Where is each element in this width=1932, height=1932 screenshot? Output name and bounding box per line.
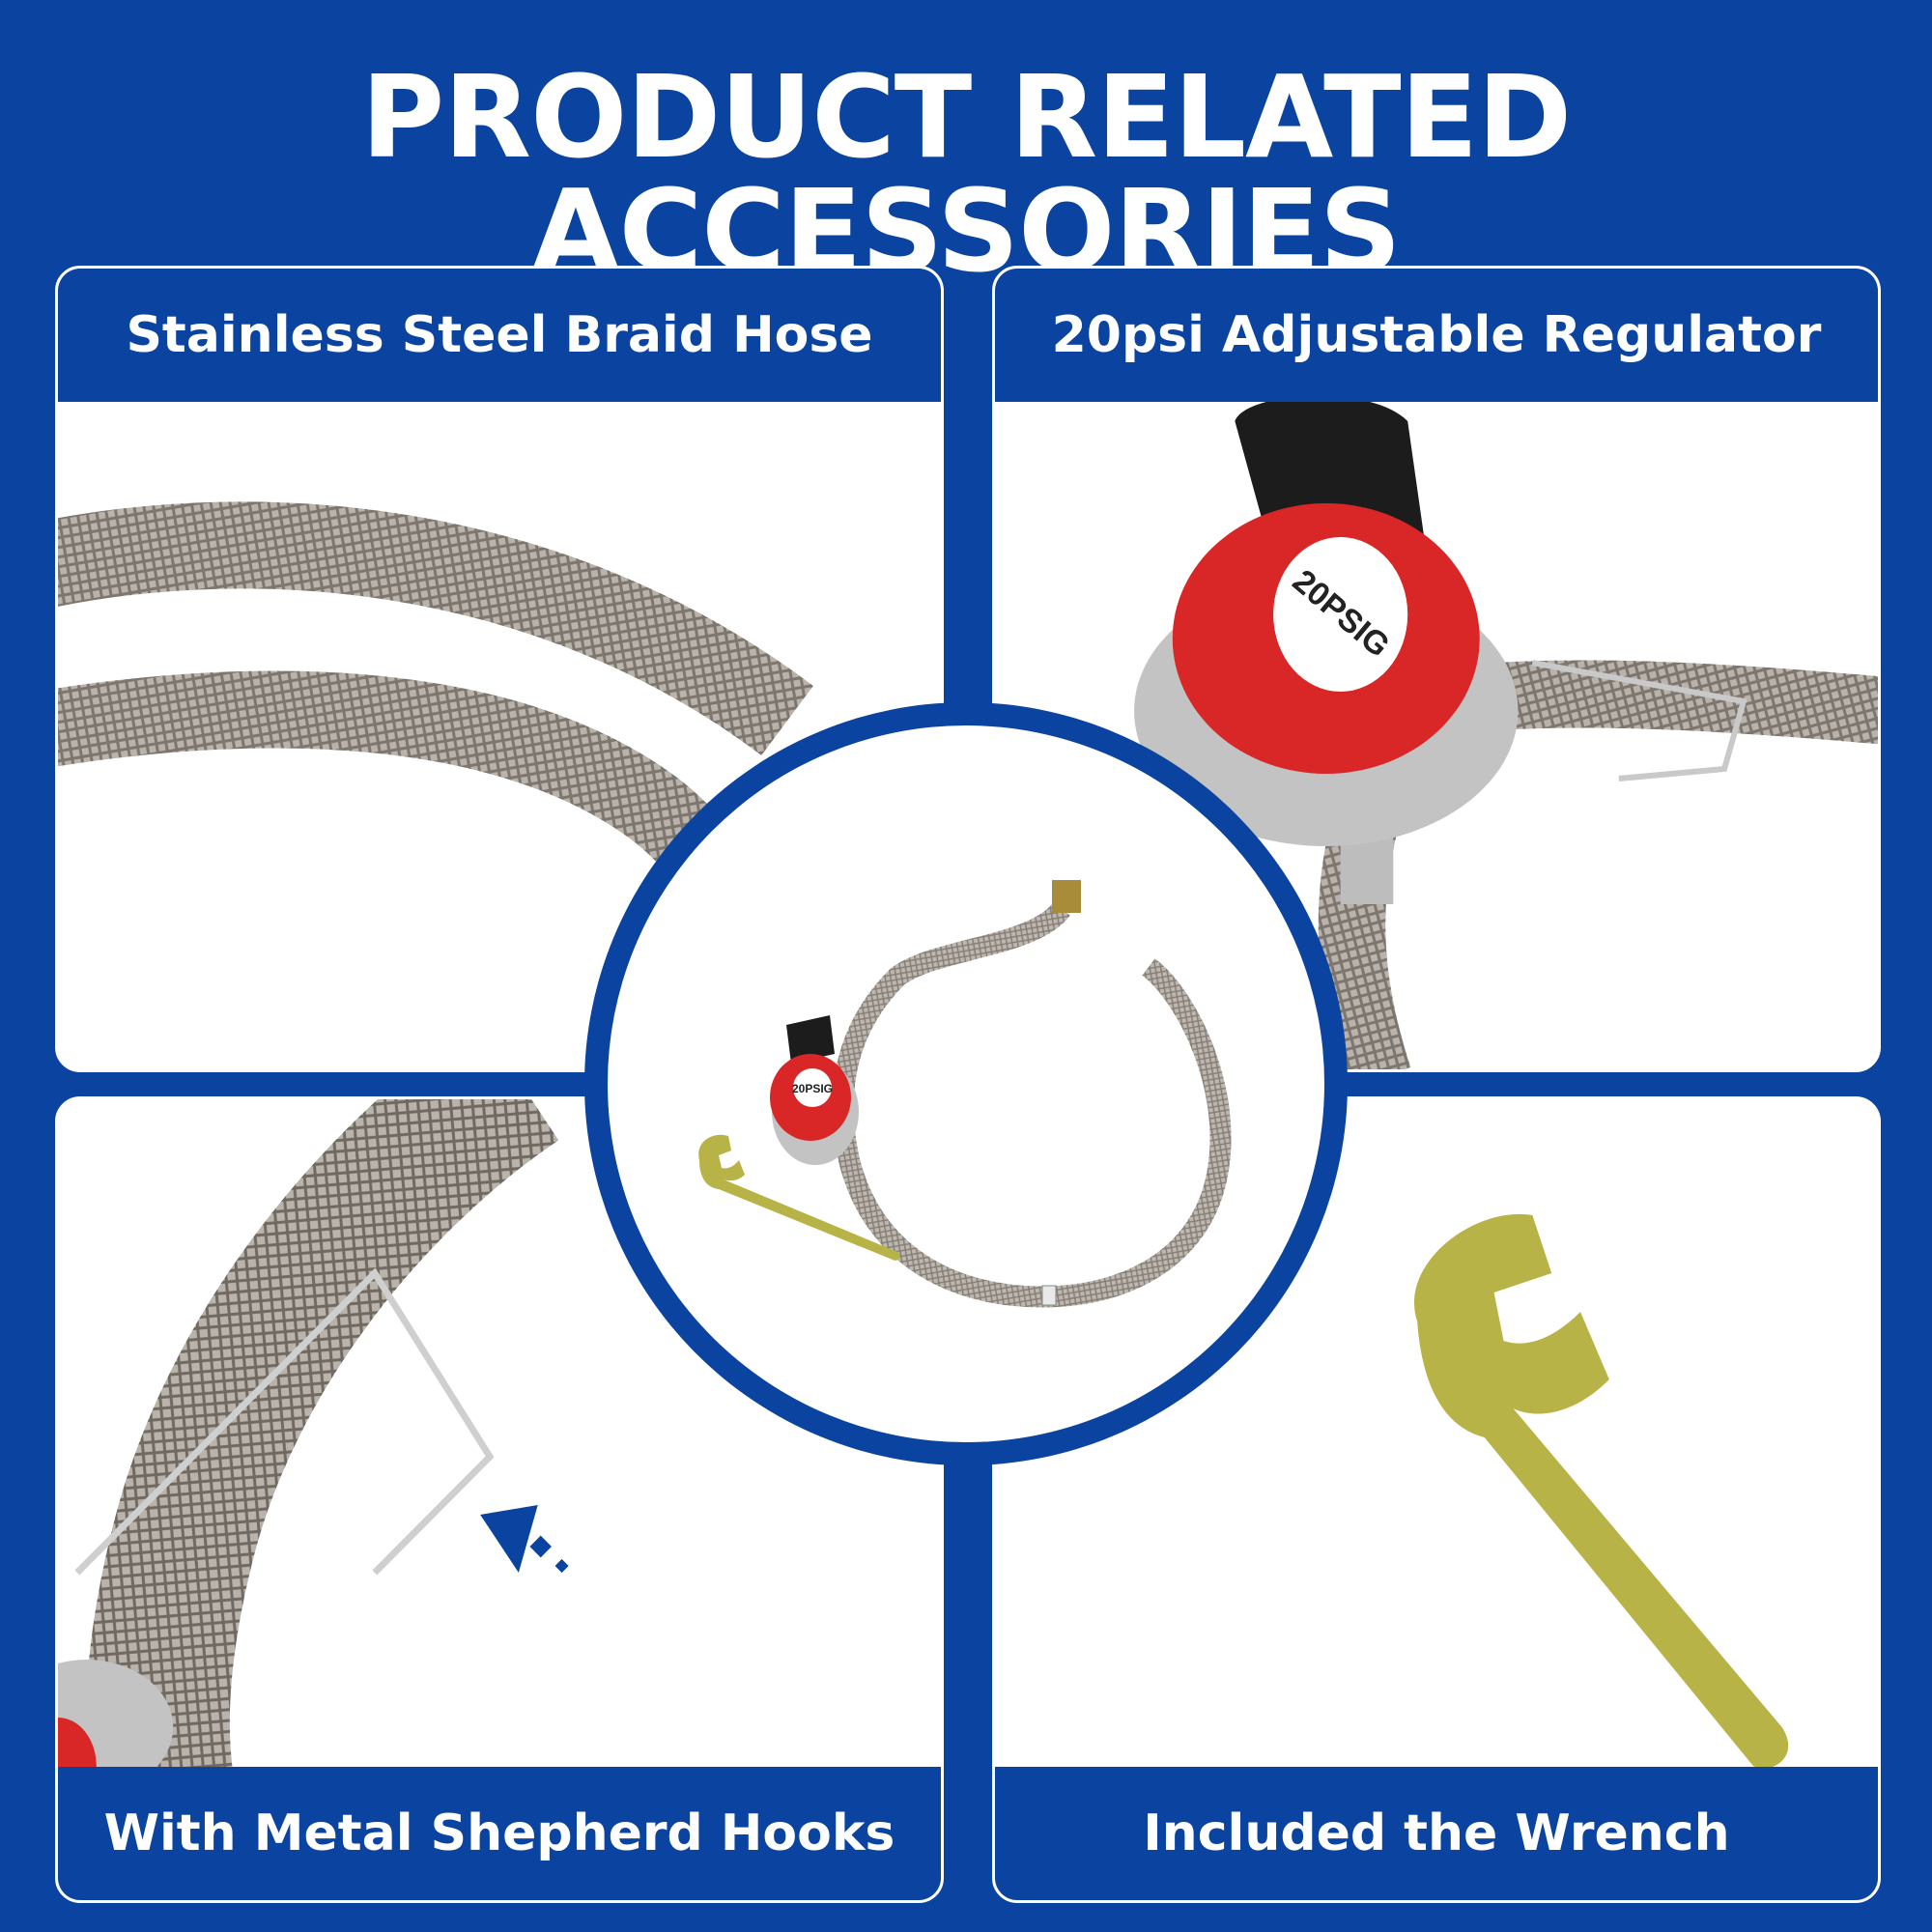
arrow-icon [480,1505,538,1573]
hose-label: Stainless Steel Braid Hose [58,269,941,402]
regulator-label: 20psi Adjustable Regulator [995,269,1878,402]
hose-panel: Stainless Steel Braid Hose [55,266,944,1072]
hooks-photo [58,1099,941,1773]
center-dial-text: 20PSIG [792,1082,833,1095]
page-title: PRODUCT RELATED ACCESSORIES [360,50,1572,298]
regulator-photo: 20PSIG [995,402,1878,1069]
wrench-label: Included the Wrench [995,1767,1878,1900]
center-product-photo: 20PSIG [608,725,1324,1442]
wrench-photo [995,1099,1878,1773]
wrench-icon [1414,1213,1789,1769]
center-product-circle: 20PSIG [584,702,1348,1465]
hooks-label: With Metal Shepherd Hooks [58,1767,941,1900]
hooks-panel: With Metal Shepherd Hooks [55,1096,944,1903]
